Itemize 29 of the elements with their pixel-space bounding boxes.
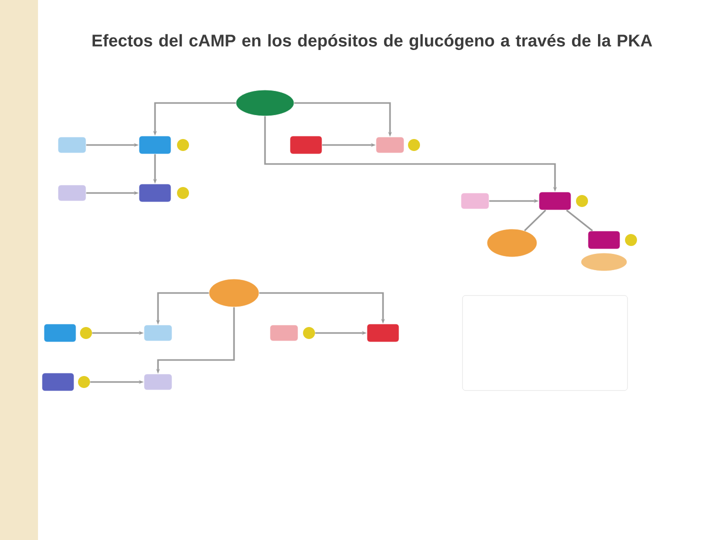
phosphate-dot	[303, 327, 315, 339]
protein-box	[538, 192, 572, 210]
phosphate-dot	[177, 187, 189, 199]
protein-box	[366, 324, 400, 342]
protein-box	[460, 192, 490, 210]
protein-box	[138, 184, 172, 202]
enzyme-ellipse	[580, 252, 628, 272]
protein-box	[44, 324, 76, 342]
phosphate-dot	[576, 195, 588, 207]
protein-box	[290, 136, 322, 154]
protein-box	[144, 374, 172, 390]
phosphate-dot	[408, 139, 420, 151]
protein-box	[138, 136, 172, 154]
phosphate-dot	[177, 139, 189, 151]
enzyme-ellipse	[236, 90, 294, 116]
title: Efectos del cAMP en los depósitos de glucógeno a través de la PKA	[92, 34, 652, 50]
protein-box	[58, 136, 86, 154]
protein-box	[376, 136, 404, 154]
enzyme-ellipse	[208, 278, 260, 308]
legend-box	[462, 295, 628, 391]
protein-box	[270, 324, 298, 342]
phosphate-dot	[78, 376, 90, 388]
protein-box	[58, 184, 86, 202]
protein-box	[588, 230, 620, 250]
protein-box	[42, 372, 74, 392]
protein-box	[144, 324, 172, 342]
enzyme-ellipse	[486, 228, 538, 258]
phosphate-dot	[80, 327, 92, 339]
phosphate-dot	[625, 234, 637, 246]
